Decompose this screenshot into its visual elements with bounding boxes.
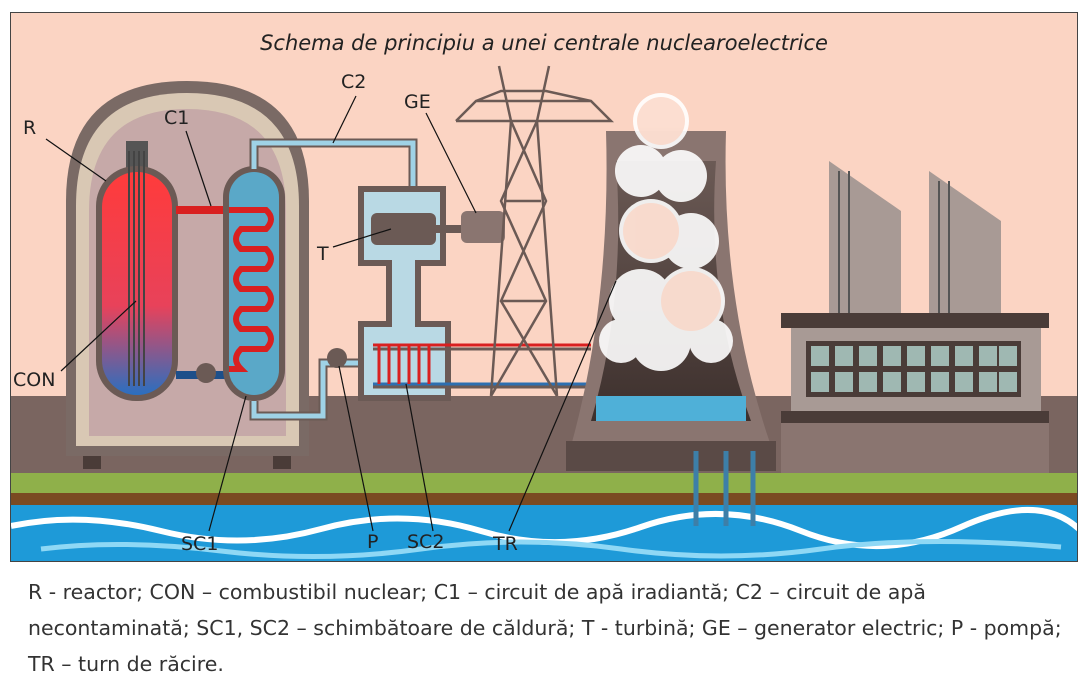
power-pylon (455, 65, 615, 397)
pump-c1 (196, 363, 216, 383)
factory-windows (811, 346, 1017, 392)
generator (461, 211, 505, 243)
turbine-housing (358, 186, 591, 401)
fuel-rods (128, 151, 145, 386)
label-ge: GE (404, 91, 431, 113)
nuclear-plant-diagram: Schema de principiu a unei centrale nucl… (10, 12, 1078, 562)
water (11, 505, 1077, 561)
soil (11, 493, 1077, 505)
diagram-title: Schema de principiu a unei centrale nucl… (260, 31, 828, 55)
heat-exchanger-sc2 (377, 345, 431, 384)
factory (781, 161, 1049, 473)
legend-caption: R - reactor; CON – combustibil nuclear; … (28, 580, 1062, 676)
label-r: R (23, 117, 37, 139)
grass (11, 473, 1077, 495)
label-p: P (367, 531, 379, 553)
leader-lines (45, 95, 617, 532)
label-con: CON (13, 369, 56, 391)
pump (327, 348, 347, 368)
label-sc2: SC2 (407, 531, 445, 553)
label-sc1: SC1 (181, 533, 219, 555)
turbine-shaft (436, 225, 466, 233)
label-tr: TR (493, 533, 518, 555)
label-c1: C1 (164, 107, 190, 129)
label-c2: C2 (341, 71, 367, 93)
hot-pipe-c1 (176, 206, 226, 214)
outflow-pipes (693, 451, 756, 526)
heat-exchanger-sc1 (223, 166, 285, 401)
reactor-vessel (96, 141, 178, 401)
wave (40, 538, 1062, 560)
plant-illustration (11, 65, 1077, 561)
cooling-tower (566, 93, 776, 526)
turbine (371, 213, 436, 245)
label-t: T (317, 243, 329, 265)
